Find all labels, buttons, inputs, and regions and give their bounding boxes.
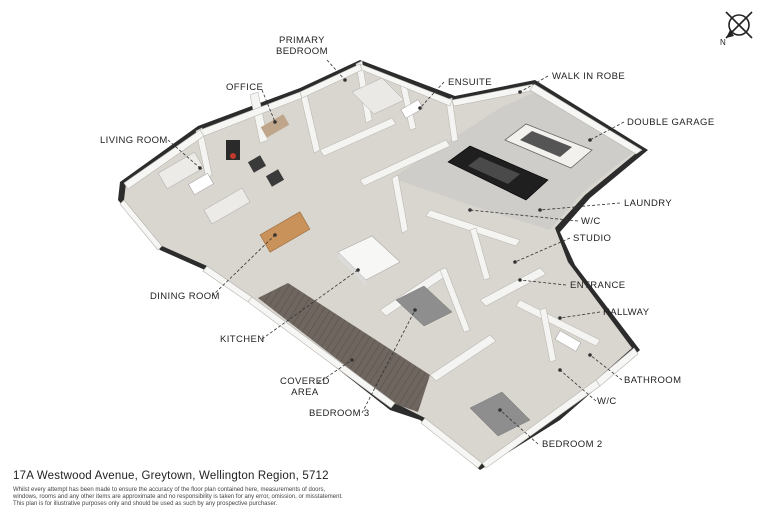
leader-dots (198, 78, 592, 412)
car-black (447, 145, 549, 201)
label-ensuite: ENSUITE (448, 77, 492, 88)
label-wc-bottom: W/C (597, 396, 617, 407)
label-entrance: ENTRANCE (570, 280, 626, 291)
primary-bedroom-bed (351, 77, 405, 115)
disclaimer-line-3: This plan is for illustrative purposes o… (13, 501, 278, 507)
bedroom-2-bed (469, 391, 531, 437)
label-bedroom-3: BEDROOM 3 (309, 408, 370, 419)
label-office: OFFICE (226, 82, 264, 93)
label-double-garage: DOUBLE GARAGE (627, 117, 715, 128)
label-bedroom-2: BEDROOM 2 (542, 439, 603, 450)
label-covered-area: COVERED AREA (280, 376, 330, 398)
disclaimer-line-2: windows, rooms and any other items are a… (13, 494, 343, 500)
label-dining-room: DINING ROOM (150, 291, 220, 302)
outer-walls (119, 63, 643, 469)
middle-bedroom-bed (395, 285, 453, 327)
label-primary-bedroom: PRIMARY BEDROOM (276, 35, 328, 57)
bathroom-fixtures (554, 330, 582, 352)
leader-lines (167, 59, 625, 445)
ensuite-fixtures (400, 99, 424, 119)
property-address: 17A Westwood Avenue, Greytown, Wellingto… (13, 470, 329, 482)
covered-area-deck (258, 283, 430, 412)
label-kitchen: KITCHEN (220, 334, 265, 345)
office-desk (260, 114, 290, 138)
label-walk-in-robe: WALK IN ROBE (552, 71, 626, 82)
dining-table (259, 211, 311, 253)
label-bathroom: BATHROOM (624, 375, 682, 386)
label-laundry: LAUNDRY (624, 198, 673, 209)
disclaimer-line-1: Whilst every attempt has been made to en… (13, 487, 326, 493)
label-living-room: LIVING ROOM (100, 135, 168, 146)
garage-floor (392, 92, 636, 230)
compass-north-label: N (720, 38, 726, 47)
label-hallway: HALLWAY (603, 307, 650, 318)
label-wc-top: W/C (581, 216, 601, 227)
car-white (504, 123, 593, 169)
compass: N (718, 8, 758, 50)
compass-rose-icon (725, 11, 753, 39)
label-studio: STUDIO (573, 233, 612, 244)
